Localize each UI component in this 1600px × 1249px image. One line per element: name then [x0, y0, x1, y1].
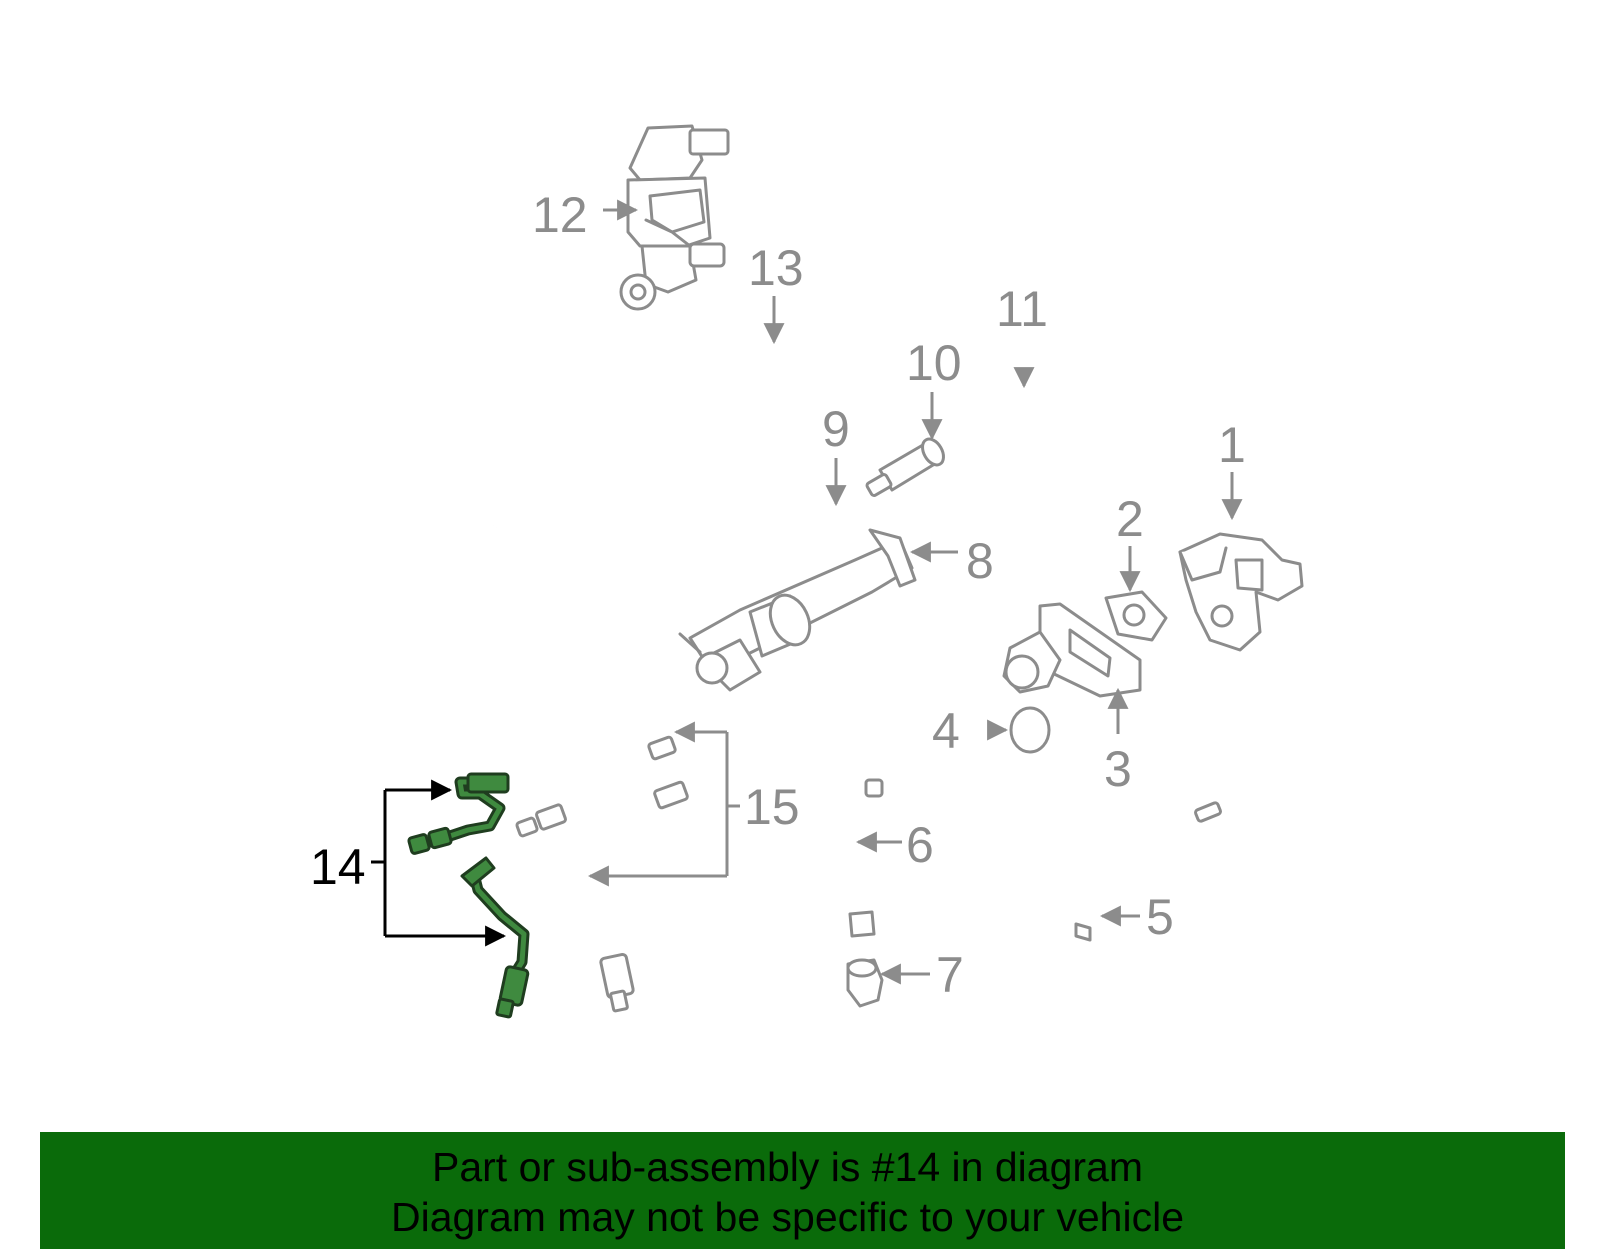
- part-5-tube: [997, 787, 1253, 997]
- callout-4: 4: [932, 703, 960, 759]
- part-8-cooler: [678, 528, 917, 692]
- part-1-housing: [1178, 532, 1304, 652]
- part-14-oxygen-sensors: [407, 772, 530, 1019]
- callout-12: 12: [532, 187, 588, 243]
- banner-line-1: Part or sub-assembly is #14 in diagram: [432, 1144, 1143, 1190]
- callout-9: 9: [822, 401, 850, 457]
- callout-8: 8: [966, 533, 994, 589]
- callout-7: 7: [936, 947, 964, 1003]
- part-13-tube: [422, 229, 983, 537]
- part-6-sensor: [831, 777, 884, 938]
- callout-13: 13: [748, 240, 804, 296]
- part-3-valve-body: [1002, 602, 1142, 698]
- callout-6: 6: [906, 817, 934, 873]
- part-10-connector: [865, 437, 945, 497]
- banner-line-2: Diagram may not be specific to your vehi…: [390, 1194, 1184, 1240]
- part-2-gasket: [1104, 590, 1168, 642]
- callout-3: 3: [1104, 741, 1132, 797]
- part-4-o-ring: [1009, 706, 1051, 754]
- part-15-sensors: [515, 729, 689, 1013]
- callout-11: 11: [996, 281, 1048, 337]
- callout-14: 14: [310, 839, 366, 895]
- leader-lines: [371, 199, 1243, 985]
- part-11-tube: [960, 350, 1092, 438]
- part-12-valve: [619, 124, 730, 311]
- part-9-hose: [801, 504, 846, 518]
- callout-2: 2: [1116, 491, 1144, 547]
- info-banner: Part or sub-assembly is #14 in diagram D…: [40, 1132, 1565, 1249]
- callout-5: 5: [1146, 889, 1174, 945]
- callout-1: 1: [1218, 417, 1246, 473]
- callout-15: 15: [744, 779, 800, 835]
- callout-10: 10: [906, 335, 962, 391]
- part-7-plug: [846, 958, 884, 1008]
